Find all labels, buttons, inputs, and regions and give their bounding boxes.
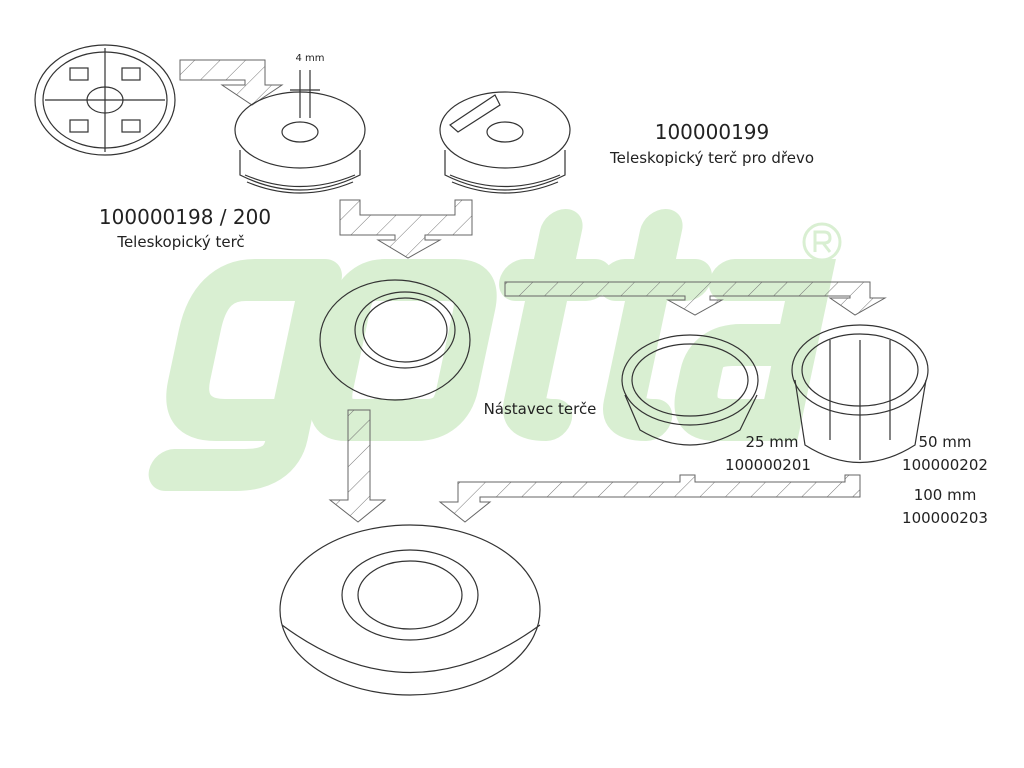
arrow-pedestals-to-adapter [339, 199, 473, 259]
watermark-letter-o [309, 259, 497, 441]
extension-name: Nástavec terče [483, 400, 597, 418]
ext25-code: 100000201 [725, 456, 811, 474]
telescopic-pedestal-wood [439, 91, 571, 194]
arrow-adapter-to-extensions [504, 281, 887, 316]
ext50-size: 50 mm [918, 433, 972, 451]
ext50-code: 100000202 [902, 456, 988, 474]
base-plate-top [34, 44, 176, 156]
registered-mark [802, 222, 842, 262]
watermark-letter-a [674, 259, 836, 441]
extension-50mm [791, 324, 929, 464]
arrow-adapter-to-base [328, 409, 387, 523]
pedestal-adapter [319, 279, 471, 401]
ext100-code: 100000203 [902, 509, 988, 527]
gap-label: 4 mm [295, 53, 325, 64]
pedestal-name: Teleskopický terč [117, 233, 245, 251]
wood-pedestal-name: Teleskopický terč pro dřevo [609, 149, 815, 167]
pedestal-code: 100000198 / 200 [98, 205, 272, 229]
extension-25mm [621, 334, 759, 446]
base-pedestal [279, 524, 541, 696]
watermark-letter-t2 [599, 209, 712, 441]
ext100-size: 100 mm [913, 486, 977, 504]
brand-watermark-logo [148, 209, 836, 491]
watermark-letter-g [148, 259, 342, 491]
telescopic-pedestal [234, 70, 366, 194]
arrow-plate-to-pedestal [179, 59, 284, 106]
arrow-extensions-to-base [438, 474, 861, 523]
wood-pedestal-code: 100000199 [654, 120, 770, 144]
ext25-size: 25 mm [745, 433, 799, 451]
watermark-letter-t1 [499, 209, 612, 441]
